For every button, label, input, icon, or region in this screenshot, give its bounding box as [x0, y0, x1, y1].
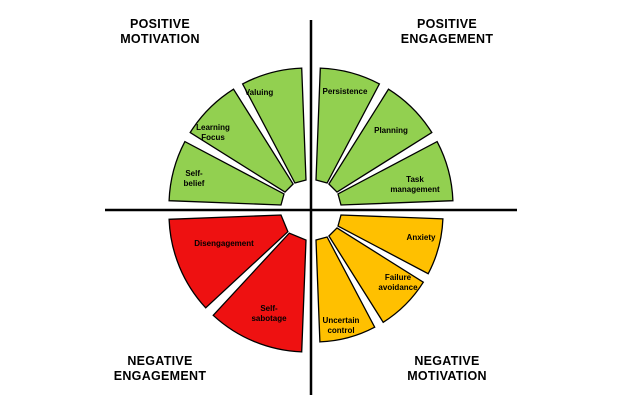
segment-label-line: belief: [184, 179, 205, 188]
segment-label-persistence: Persistence: [323, 87, 368, 96]
segment-label-line: Persistence: [323, 87, 368, 96]
segment-task-management: [337, 140, 454, 206]
positive-engagement-line1: POSITIVE: [416, 17, 478, 31]
segment-label-line: Learning: [196, 123, 230, 132]
segment-label-line: avoidance: [378, 283, 418, 292]
segment-label-line: Task: [406, 175, 424, 184]
segment-planning: [328, 88, 433, 193]
segment-label-self-sabotage: Self-sabotage: [251, 304, 287, 323]
negative-motivation-line1: NEGATIVE: [414, 354, 480, 368]
segment-label-line: Focus: [201, 133, 225, 142]
segment-label-line: Uncertain: [323, 316, 360, 325]
segment-failure-avoidance: [328, 227, 425, 324]
segment-learning-focus: [189, 88, 294, 193]
segment-persistence: [315, 67, 381, 184]
segment-label-line: Disengagement: [194, 239, 254, 248]
segment-label-valuing: Valuing: [245, 88, 274, 97]
segment-label-line: Self-: [185, 169, 203, 178]
segment-anxiety: [337, 214, 444, 275]
positive-engagement-label: POSITIVE ENGAGEMENT: [382, 17, 512, 47]
positive-motivation-line1: POSITIVE: [129, 17, 191, 31]
negative-motivation-line2: MOTIVATION: [407, 369, 487, 383]
segment-label-line: control: [327, 326, 354, 335]
segment-label-line: Failure: [385, 273, 412, 282]
segment-label-self-belief: Self-belief: [184, 169, 205, 188]
segment-disengagement: [168, 214, 289, 309]
negative-engagement-line2: ENGAGEMENT: [113, 369, 207, 383]
segment-self-sabotage: [212, 232, 307, 353]
segment-label-line: Self-: [260, 304, 278, 313]
segment-self-belief: [168, 140, 285, 206]
negative-engagement-label: NEGATIVE ENGAGEMENT: [95, 354, 225, 384]
segment-label-line: Planning: [374, 126, 408, 135]
positive-engagement-line2: ENGAGEMENT: [400, 32, 494, 46]
segment-label-planning: Planning: [374, 126, 408, 135]
segment-label-disengagement: Disengagement: [194, 239, 254, 248]
positive-motivation-label: POSITIVE MOTIVATION: [95, 17, 225, 47]
segment-label-line: Anxiety: [407, 233, 436, 242]
segment-label-anxiety: Anxiety: [407, 233, 436, 242]
negative-motivation-label: NEGATIVE MOTIVATION: [382, 354, 512, 384]
negative-engagement-line1: NEGATIVE: [127, 354, 193, 368]
segment-uncertain-control: [315, 236, 376, 343]
segment-valuing: [241, 67, 307, 184]
segment-label-line: Valuing: [245, 88, 274, 97]
positive-motivation-line2: MOTIVATION: [120, 32, 200, 46]
segment-label-line: sabotage: [251, 314, 287, 323]
segment-label-line: management: [390, 185, 440, 194]
